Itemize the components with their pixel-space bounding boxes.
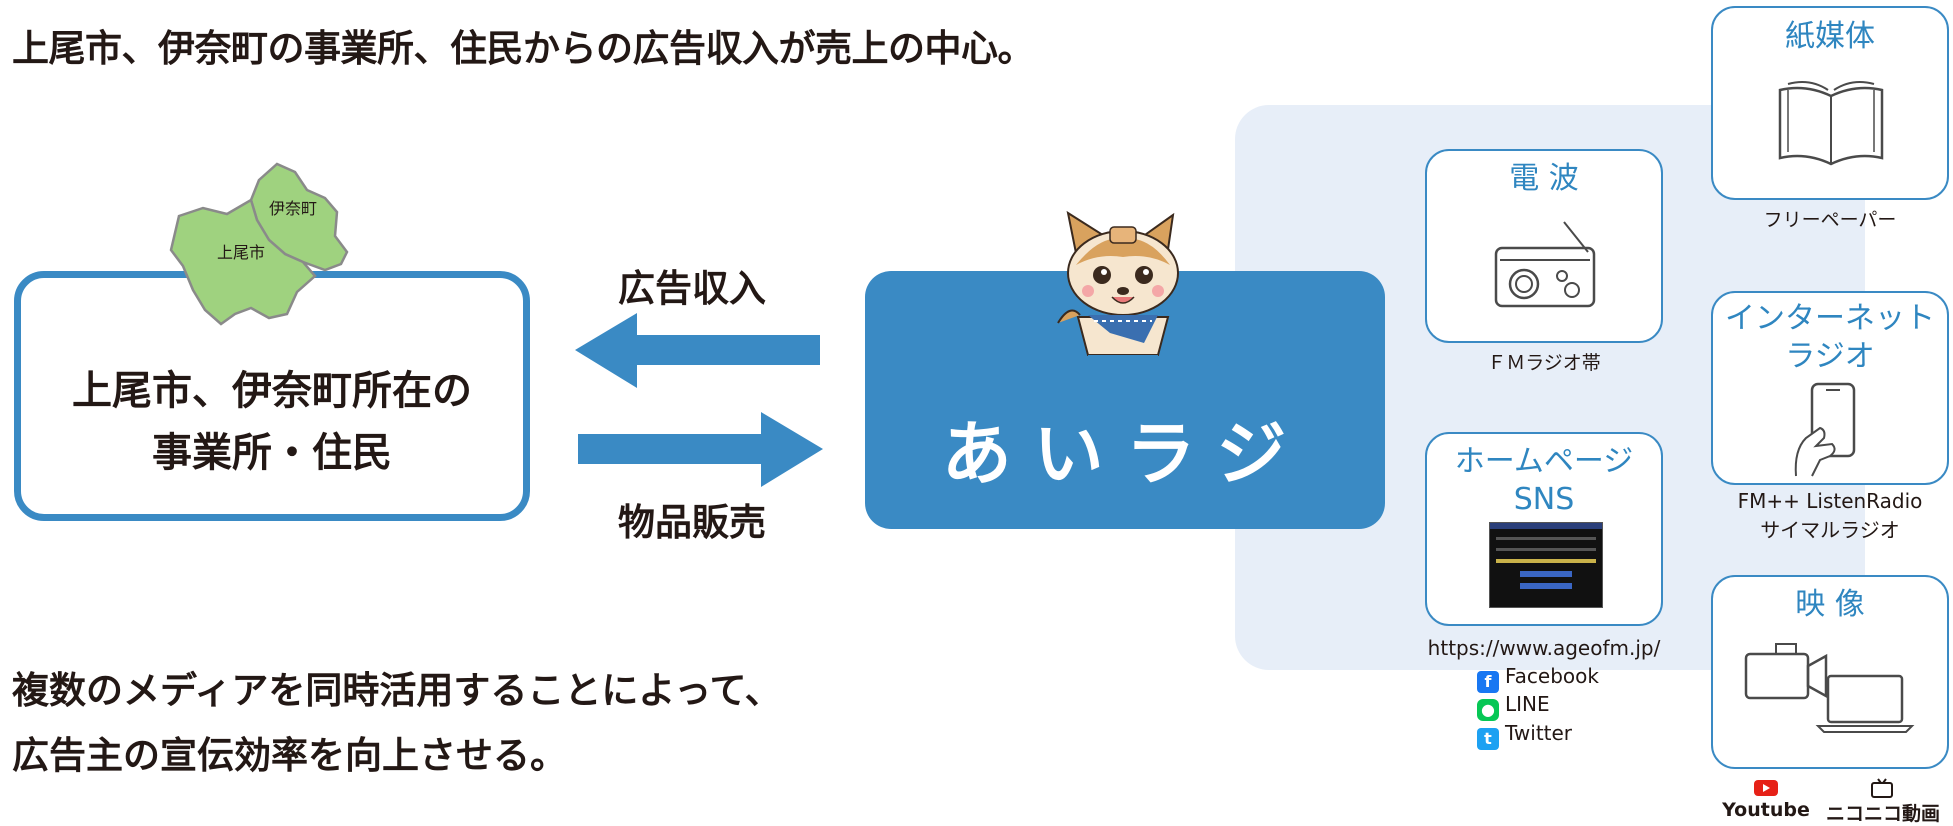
arrow-left-icon (575, 313, 820, 388)
homepage-title-line1: ホームページ (1454, 444, 1634, 479)
headline: 上尾市、伊奈町の事業所、住民からの広告収入が売上の中心。 (12, 27, 1035, 70)
ad-revenue-label: 広告収入 (618, 267, 766, 310)
line-icon: ● (1477, 699, 1499, 721)
smartphone-hand-icon (1794, 382, 1856, 477)
youtube-icon (1754, 780, 1778, 796)
map-illustration: 伊奈町 上尾市 (169, 162, 349, 326)
radio-wave-title: 電 波 (1509, 161, 1579, 196)
tagline-line2: 広告主の宣伝効率を向上させる。 (12, 734, 567, 777)
goods-sales-label: 物品販売 (618, 501, 766, 544)
paper-media-caption: フリーペーパー (1763, 209, 1897, 231)
homepage-title-line2: SNS (1513, 482, 1575, 517)
video-card (1711, 575, 1949, 769)
homepage-url[interactable]: https://www.ageofm.jp/ (1427, 636, 1661, 660)
ageo-city-shape (169, 198, 317, 326)
internet-title-line1: インターネット (1725, 301, 1935, 336)
paper-media-title: 紙媒体 (1785, 19, 1875, 54)
internet-radio-caption-1: FM++ ListenRadio (1737, 489, 1923, 513)
arrow-right-icon (578, 412, 823, 487)
book-icon (1778, 81, 1884, 166)
internet-radio-caption-2: サイマルラジオ (1760, 518, 1900, 542)
internet-title-line2: ラジオ (1785, 339, 1875, 374)
line-link[interactable]: ●LINE (1477, 692, 1550, 721)
left-box-line2: 事業所・住民 (152, 430, 392, 476)
youtube-label[interactable]: Youtube (1722, 799, 1810, 821)
radio-wave-card (1425, 149, 1663, 343)
tagline-line1: 複数のメディアを同時活用することによって、 (12, 669, 782, 712)
map-label-ageo: 上尾市 (217, 243, 265, 262)
niconico-label[interactable]: ニコニコ動画 (1825, 803, 1940, 825)
homepage-sns-title: ホームページ SNS (1425, 443, 1663, 519)
twitter-icon: t (1477, 728, 1499, 750)
left-box-line1: 上尾市、伊奈町所在の (72, 368, 472, 414)
video-title: 映 像 (1795, 587, 1865, 622)
fox-mascot-icon (1057, 210, 1179, 360)
facebook-icon: f (1477, 671, 1499, 693)
niconico-tv-icon (1871, 778, 1893, 798)
brand-name: あいラジ (941, 413, 1309, 495)
businesses-residents-text: 上尾市、伊奈町所在の 事業所・住民 (14, 360, 530, 484)
internet-radio-title: インターネット ラジオ (1711, 300, 1949, 376)
radio-wave-caption: ＦＭラジオ帯 (1487, 352, 1601, 374)
website-screenshot-thumbnail (1489, 522, 1603, 608)
camera-laptop-icon (1744, 643, 1915, 733)
radio-icon (1494, 221, 1596, 308)
map-label-ina: 伊奈町 (269, 199, 317, 218)
